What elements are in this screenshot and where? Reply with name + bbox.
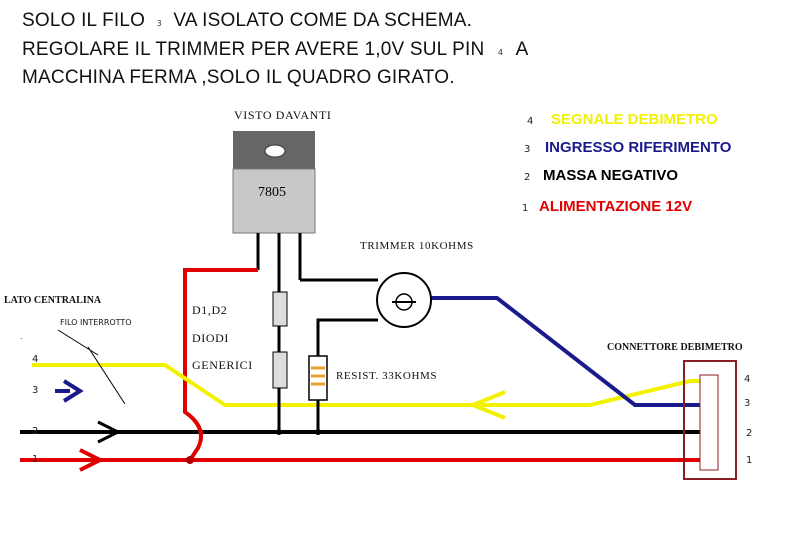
right-pin-1: 1 (746, 455, 753, 466)
left-pin-2: 2 (32, 426, 39, 437)
left-pin-4: 4 (32, 354, 39, 365)
yellow-arrow (467, 390, 506, 420)
diodes-label-2: DIODI (192, 331, 229, 345)
cut-mark (87, 346, 126, 405)
right-pin-4: 4 (744, 374, 751, 385)
right-pin-3: 3 (744, 398, 751, 409)
legend-segnale-debimetro: SEGNALE DEBIMETRO (551, 111, 718, 128)
left-pin-3: 3 (32, 385, 39, 396)
diode-d2 (272, 351, 288, 389)
legend-ingresso-riferimento: INGRESSO RIFERIMENTO (545, 139, 732, 156)
legend-alimentazione: ALIMENTAZIONE 12V (539, 198, 693, 215)
black-arrow (97, 420, 122, 444)
filo-interrotto-label: FILO INTERROTTO (60, 318, 132, 327)
resistor-label: RESIST. 33KOHMS (336, 370, 438, 382)
lato-centralina-label: LATO CENTRALINA (4, 295, 102, 306)
junction-diode-ground (276, 429, 282, 435)
cut-callout (57, 329, 99, 356)
junction-resistor-ground (315, 429, 321, 435)
legend-num-4: 4 (527, 116, 534, 127)
connector-inner (699, 374, 719, 471)
legend-massa-negativo: MASSA NEGATIVO (543, 167, 679, 184)
heading-line-2: REGOLARE IL TRIMMER PER AVERE 1,0V SUL P… (22, 39, 529, 61)
heading-line-2-num: 4 (497, 48, 504, 57)
legend-num-2: 2 (524, 172, 531, 183)
regulator-body (232, 168, 316, 234)
left-pin-1: 1 (32, 454, 39, 465)
heading-line-1-num: 3 (156, 19, 162, 28)
diodes-label-1: D1,D2 (192, 303, 228, 317)
heading-line-1-b: VA ISOLATO COME DA SCHEMA. (173, 10, 473, 31)
regulator-caption: VISTO DAVANTI (234, 108, 332, 122)
trimmer-label: TRIMMER 10KOHMS (360, 240, 474, 252)
legend-num-1: 1 (522, 203, 529, 214)
legend-num-3: 3 (524, 144, 531, 155)
red-arrow (79, 448, 105, 472)
wire-segnale-debimetro (32, 363, 716, 407)
heading-line-2-b: A (515, 39, 529, 60)
heading-line-2-a: REGOLARE IL TRIMMER PER AVERE 1,0V SUL P… (22, 39, 485, 60)
regulator-label: 7805 (258, 185, 286, 200)
diodes-label-3: GENERICI (192, 358, 253, 372)
connector-debimetro (683, 360, 737, 480)
heading-line-3: MACCHINA FERMA ,SOLO IL QUADRO GIRATO. (22, 67, 455, 88)
diode-d1 (272, 291, 288, 327)
blue-arrow (62, 379, 84, 403)
junction-12v (186, 456, 194, 464)
right-pin-2: 2 (746, 428, 753, 439)
regulator-mounting-hole (264, 144, 286, 158)
stray-dot: . (20, 332, 23, 341)
heading-line-1: SOLO IL FILO 3 VA ISOLATO COME DA SCHEMA… (22, 10, 472, 32)
resistor-body (308, 355, 328, 401)
wire-riferimento-right (428, 296, 716, 407)
heading-line-1-a: SOLO IL FILO (22, 10, 146, 31)
connettore-label: CONNETTORE DEBIMETRO (607, 342, 743, 353)
